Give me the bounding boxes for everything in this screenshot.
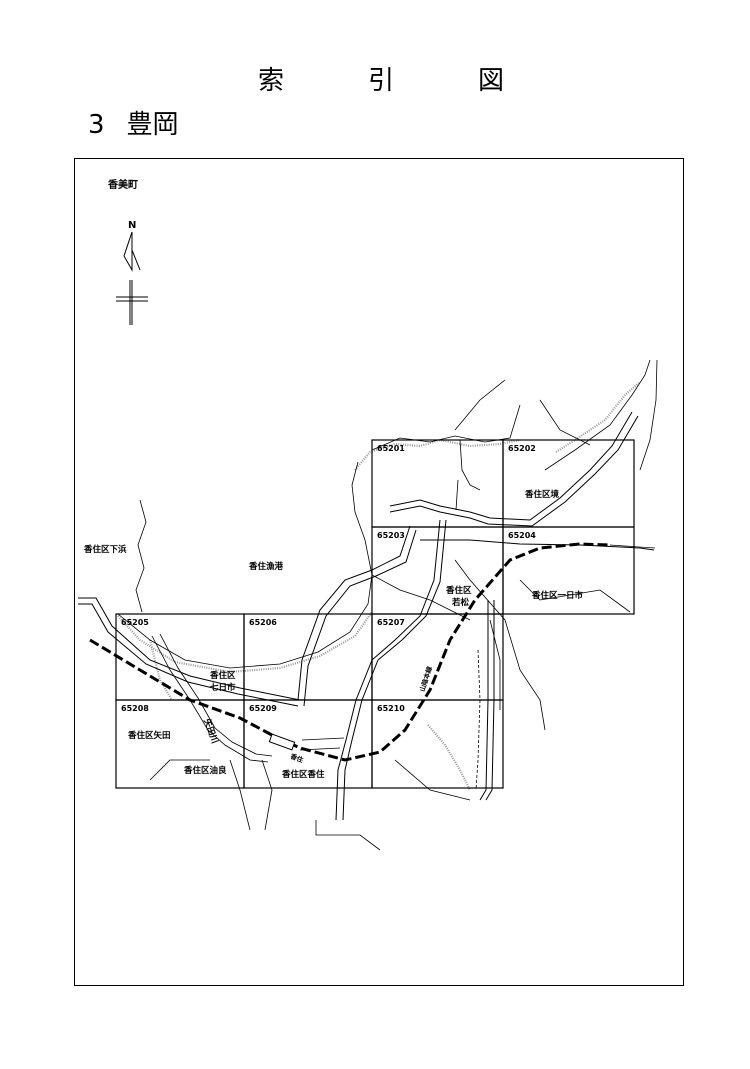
- north-arrow-icon: N: [116, 220, 148, 325]
- title-char-1: 索: [258, 66, 285, 96]
- title-char-3: 図: [478, 66, 505, 96]
- sheet-label[interactable]: 65205: [121, 618, 149, 627]
- title-char-2: 引: [368, 66, 395, 96]
- railway-line: [89, 542, 611, 762]
- place-label-sakai: 香住区境: [524, 489, 560, 500]
- sheet-label[interactable]: 65209: [249, 704, 277, 713]
- road-main-north-2: [303, 529, 417, 707]
- coastline-hatch-north: [354, 438, 521, 471]
- road-main-north-1: [297, 525, 411, 701]
- place-label-gyoko: 香住漁港: [248, 561, 284, 572]
- sheet-65210: [371, 699, 504, 789]
- sheet-65202: [502, 439, 635, 528]
- sheet-grid: [115, 439, 635, 789]
- road-north-1: [454, 379, 591, 446]
- place-label-wakamatsu-2: 若松: [451, 597, 470, 608]
- town-label: 香美町: [108, 178, 138, 191]
- river-yata: [151, 635, 269, 763]
- map-frame: [74, 158, 684, 986]
- sheet-label[interactable]: 65203: [377, 531, 405, 540]
- sheet-label[interactable]: 65210: [377, 704, 405, 713]
- place-label-ichinichi: 香住区一日市: [531, 590, 584, 601]
- area-number: 3: [88, 110, 105, 140]
- coastline-east: [544, 359, 651, 471]
- coastline-west-cliff: [135, 499, 147, 613]
- road-southwest: [149, 759, 273, 831]
- road-north-upper: [455, 439, 481, 511]
- road-south-local: [299, 737, 345, 751]
- road-east: [420, 539, 655, 551]
- road-east-south-2: [485, 600, 495, 801]
- road-east-dashed: [475, 649, 481, 791]
- road-east-2: [489, 579, 631, 710]
- place-label-nanoka-1: 香住区: [209, 670, 236, 681]
- road-harbor: [371, 574, 471, 621]
- sheet-label[interactable]: 65208: [121, 704, 149, 713]
- place-label-kasumi: 香住区香住: [281, 769, 325, 780]
- river-yata-2: [159, 633, 273, 757]
- road-north-loop: [389, 411, 633, 521]
- road-east-south: [479, 600, 489, 801]
- area-name: 豊岡: [126, 110, 179, 140]
- sheet-label[interactable]: 65204: [508, 531, 536, 540]
- sheet-label[interactable]: 65201: [377, 444, 405, 453]
- river-label-yata: 矢田川: [201, 716, 220, 745]
- sheet-label[interactable]: 65206: [249, 618, 277, 627]
- station-label: 香住: [289, 751, 305, 764]
- coastline-east-2: [639, 359, 658, 471]
- area-subtitle: 3 豊岡: [88, 110, 179, 140]
- coastline-hatch-east: [555, 381, 641, 453]
- place-label-wakamatsu-1: 香住区: [445, 585, 472, 596]
- place-label-yata: 香住区矢田: [127, 730, 171, 741]
- coastline-hatch-south: [427, 724, 471, 791]
- coastline-west: [117, 461, 373, 669]
- north-label: N: [128, 220, 136, 231]
- sheet-label[interactable]: 65202: [508, 444, 536, 453]
- place-label-shimohama: 香住区下浜: [83, 544, 127, 555]
- sheet-65204: [502, 526, 635, 615]
- road-west-2: [78, 603, 299, 707]
- sheet-65201: [371, 439, 504, 528]
- station-marker: [268, 733, 296, 751]
- place-label-abura: 香住区油良: [183, 765, 227, 776]
- railway-line-rail: [609, 544, 656, 549]
- coastline-hatch-west: [117, 611, 373, 674]
- sheet-label[interactable]: 65207: [377, 618, 405, 627]
- coastline-north: [371, 404, 521, 451]
- index-map-title: 索 引 図: [0, 66, 750, 106]
- road-east-branch: [454, 559, 546, 731]
- road-south: [315, 759, 471, 851]
- road-west-1: [78, 597, 301, 701]
- place-label-nanoka-2: 七日市: [210, 682, 236, 693]
- road-north-loop-2: [389, 415, 639, 527]
